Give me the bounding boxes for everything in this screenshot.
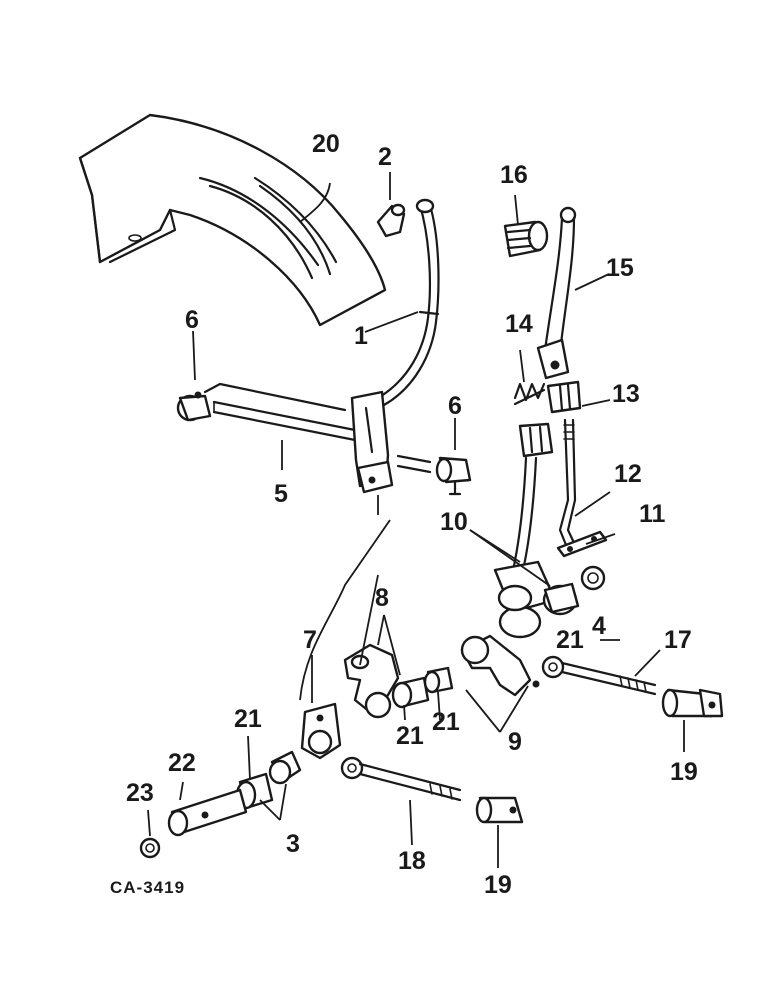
callout-2: 2 (378, 143, 392, 171)
callout-labels: 20 2 16 15 1 14 6 13 6 5 12 11 10 8 4 7 … (110, 130, 698, 899)
part-shaft-group (139, 750, 302, 859)
callout-15: 15 (606, 254, 634, 282)
part-rod-lower (340, 756, 462, 802)
callout-9: 9 (508, 728, 522, 756)
callout-21a: 21 (556, 626, 584, 654)
callout-18: 18 (398, 847, 426, 875)
callout-23: 23 (126, 779, 154, 807)
part-pin (556, 530, 608, 558)
part-fork (343, 643, 454, 719)
callout-11: 11 (639, 500, 666, 528)
part-arm (460, 634, 540, 697)
callout-8: 8 (375, 584, 389, 612)
part-quadrant-plate (78, 113, 387, 327)
leader-lines (147, 172, 685, 868)
callout-4: 4 (592, 612, 606, 640)
callout-7: 7 (303, 626, 317, 654)
part-spring (513, 382, 546, 406)
part-clevis-lower (475, 796, 524, 824)
callout-22: 22 (168, 749, 196, 777)
part-lever-assembly (493, 422, 580, 639)
callout-6a: 6 (185, 306, 199, 334)
part-bolt (503, 220, 549, 258)
part-clevis-right (661, 688, 724, 718)
part-rod-vertical (558, 418, 577, 547)
part-bracket (300, 702, 342, 760)
callout-12: 12 (614, 460, 642, 488)
part-collar-left (176, 391, 212, 422)
callout-19a: 19 (670, 758, 698, 786)
callout-21d: 21 (432, 708, 460, 736)
part-clevis-upper (546, 380, 582, 414)
part-washer (580, 565, 606, 591)
callout-16: 16 (500, 161, 528, 189)
callout-10: 10 (440, 508, 468, 536)
part-shift-lever (376, 198, 440, 407)
part-knob (376, 203, 406, 238)
callout-17: 17 (664, 626, 692, 654)
part-rod-long (203, 382, 432, 474)
callout-14: 14 (505, 310, 533, 338)
part-upper-lever (536, 206, 577, 380)
part-collar-right (435, 456, 472, 496)
callout-1: 1 (354, 322, 368, 350)
callout-5: 5 (274, 480, 288, 508)
callout-21b: 21 (234, 705, 262, 733)
callout-21c: 21 (396, 722, 424, 750)
callout-6b: 6 (448, 392, 462, 420)
callout-13: 13 (612, 380, 640, 408)
callout-19b: 19 (484, 871, 512, 899)
callout-20: 20 (312, 130, 340, 158)
part-lever-bracket (350, 390, 394, 494)
part-rod-right (541, 655, 657, 696)
figure-code: CA-3419 (110, 878, 185, 897)
callout-3: 3 (286, 830, 300, 858)
